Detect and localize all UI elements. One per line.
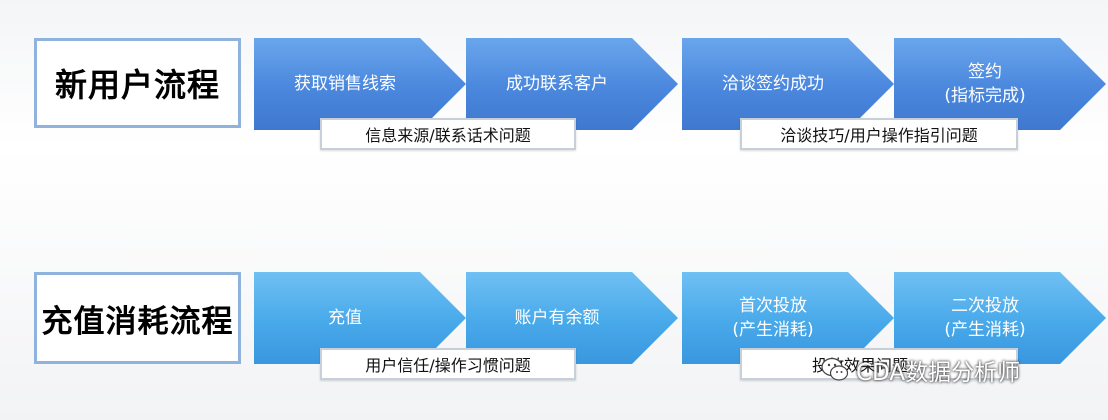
step-sublabel: (产生消耗) (944, 320, 1026, 340)
step-sublabel: (产生消耗) (732, 320, 814, 340)
step-negotiate-sign: 洽谈签约成功 (682, 38, 894, 130)
step-label: 获取销售线索 (294, 74, 396, 94)
step-label: 二次投放 (951, 296, 1019, 316)
issue-note-user-trust: 用户信任/操作习惯问题 (320, 348, 576, 380)
step-label: 充值 (328, 308, 362, 328)
issue-note-negotiation: 洽谈技巧/用户操作指引问题 (740, 118, 1018, 150)
step-label: 首次投放 (739, 296, 807, 316)
recharge-consume-flow-row: 充值消耗流程 充值 账户有余额 首次投放 (产生消耗) 二次投放 (产生消耗) … (0, 262, 1108, 412)
new-user-flow-row: 新用户流程 获取销售线索 成功联系客户 洽谈签约成功 签约 (指标完成) 信息来… (0, 30, 1108, 180)
step-label: 签约 (968, 62, 1002, 82)
step-contract-signed: 签约 (指标完成) (894, 38, 1106, 130)
step-get-leads: 获取销售线索 (254, 38, 466, 130)
step-label: 账户有余额 (514, 308, 600, 328)
wechat-icon (821, 357, 849, 381)
watermark: CDA数据分析师 (820, 350, 1020, 390)
step-label: 成功联系客户 (506, 74, 608, 94)
step-sublabel: (指标完成) (944, 86, 1026, 106)
issue-note-lead-source: 信息来源/联系话术问题 (320, 118, 576, 150)
step-label: 洽谈签约成功 (722, 74, 824, 94)
watermark-text: CDA数据分析师 (856, 360, 1021, 386)
step-contact-customer: 成功联系客户 (466, 38, 678, 130)
new-user-flow-title: 新用户流程 (34, 38, 241, 128)
recharge-flow-title: 充值消耗流程 (34, 272, 241, 364)
